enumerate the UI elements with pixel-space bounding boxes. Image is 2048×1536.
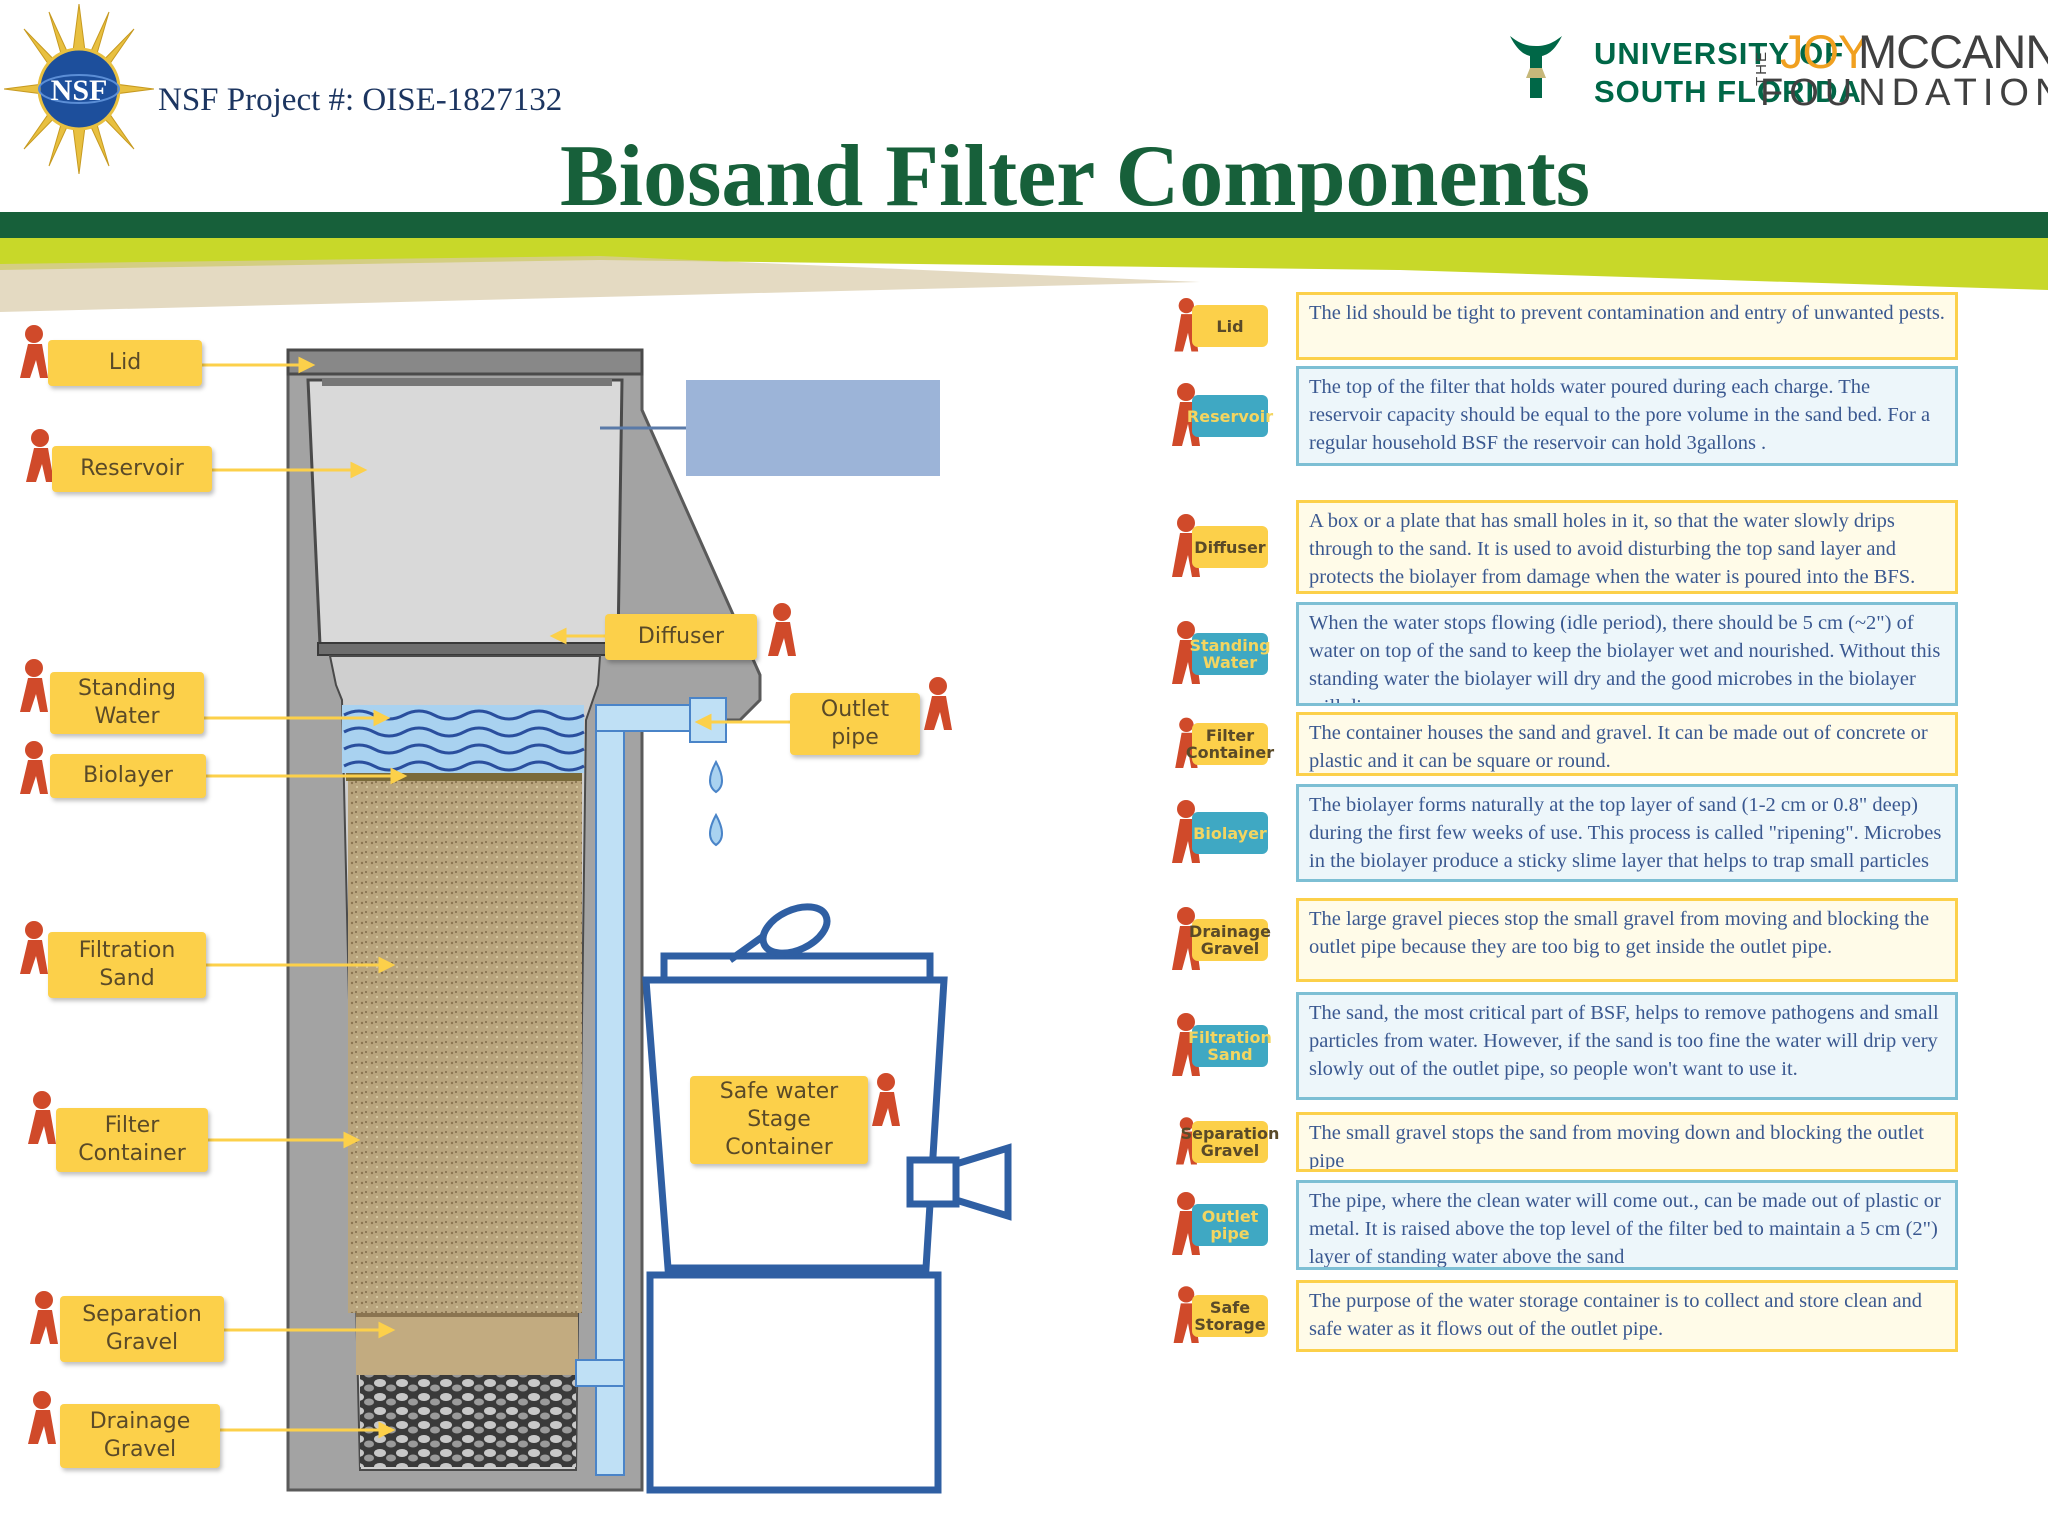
label-safe-water-container: Safe water Stage Container (690, 1076, 868, 1164)
label-standing-water: Standing Water (50, 672, 204, 734)
foundation-joy: JOY (1780, 25, 1869, 78)
nsf-logo-text: NSF (51, 74, 108, 107)
component-description: When the water stops flowing (idle perio… (1296, 602, 1958, 706)
component-row: Diffuser A box or a plate that has small … (1168, 500, 1958, 594)
component-tag: Outlet pipe (1192, 1204, 1268, 1246)
component-description: The top of the filter that holds water p… (1296, 366, 1958, 466)
foundation-word: FOUNDATION (1760, 72, 2048, 114)
label-separation-gravel: Separation Gravel (60, 1296, 224, 1362)
label-lid: Lid (48, 340, 202, 386)
component-tag: Filtration Sand (1188, 1025, 1272, 1067)
lid-shape (286, 348, 644, 376)
label-outlet-pipe: Outlet pipe (790, 693, 920, 755)
component-description: The pipe, where the clean water will com… (1296, 1180, 1958, 1270)
component-tag: Separation Gravel (1181, 1121, 1279, 1163)
mascot-icon (1168, 1112, 1208, 1172)
filtration-sand-shape (348, 781, 582, 1313)
component-row: Reservoir The top of the filter that hold… (1168, 366, 1958, 466)
separation-gravel-shape (356, 1313, 578, 1375)
component-description: The sand, the most critical part of BSF,… (1296, 992, 1958, 1100)
nsf-logo: NSF (3, 3, 155, 175)
component-row: Drainage Gravel The large gravel pieces s… (1168, 898, 1958, 982)
drainage-gravel-shape (360, 1375, 576, 1467)
component-row: Separation Gravel The small gravel stops … (1168, 1112, 1958, 1172)
component-tag: Lid (1192, 305, 1268, 347)
blank-callout (686, 380, 940, 476)
component-row: Filter Container The container houses the… (1168, 712, 1958, 776)
component-tag: Biolayer (1192, 812, 1268, 854)
label-arrows (202, 356, 790, 1439)
components-table: Lid The lid should be tight to prevent co… (1168, 292, 1958, 1490)
component-tag: Standing Water (1189, 633, 1271, 675)
mascot-figures (20, 325, 952, 1444)
header-band (0, 212, 2048, 312)
component-description: The lid should be tight to prevent conta… (1296, 292, 1958, 360)
component-tag: Filter Container (1186, 723, 1274, 765)
water-drop (709, 759, 723, 794)
component-row: Lid The lid should be tight to prevent co… (1168, 292, 1958, 360)
component-description: The large gravel pieces stop the small g… (1296, 898, 1958, 982)
project-number: NSF Project #: OISE-1827132 (158, 82, 563, 118)
label-filter-container: Filter Container (56, 1108, 208, 1172)
component-description: The biolayer forms naturally at the top … (1296, 784, 1958, 882)
foundation-mccann: MCCANN (1858, 25, 2048, 78)
usf-name-line1: UNIVERSITY OF (1594, 36, 1845, 71)
component-tag: Drainage Gravel (1189, 919, 1271, 961)
component-description: The purpose of the water storage contain… (1296, 1280, 1958, 1352)
component-description: The small gravel stops the sand from mov… (1296, 1112, 1958, 1172)
component-row: Biolayer The biolayer forms naturally at … (1168, 784, 1958, 882)
slide-title: Biosand Filter Components (559, 128, 1591, 225)
label-biolayer: Biolayer (50, 754, 206, 798)
label-drainage-gravel: Drainage Gravel (60, 1404, 220, 1468)
component-description: The container houses the sand and gravel… (1296, 712, 1958, 776)
usf-name-line2: SOUTH FLORIDA (1594, 74, 1862, 109)
component-row: Outlet pipe The pipe, where the clean wat… (1168, 1180, 1958, 1270)
component-tag: Reservoir (1187, 395, 1273, 437)
label-reservoir: Reservoir (52, 446, 212, 492)
component-row: Filtration Sand The sand, the most critic… (1168, 992, 1958, 1100)
label-filtration-sand: Filtration Sand (48, 932, 206, 998)
component-row: Standing Water When the water stops flowi… (1168, 602, 1958, 706)
usf-bull-logo (1506, 28, 1566, 108)
mascot-icon (1168, 712, 1208, 776)
water-drop (709, 812, 723, 847)
diffuser-shape (317, 642, 619, 656)
outlet-pipe-shape (575, 697, 727, 1476)
component-tag: Safe Storage (1192, 1295, 1268, 1337)
component-tag: Diffuser (1192, 526, 1268, 568)
filter-diagram: Lid Reservoir Diffuser Standing Water Bi… (0, 300, 1160, 1536)
reservoir-shape (306, 378, 624, 647)
label-diffuser: Diffuser (605, 614, 757, 660)
safe-storage-container-shape (642, 903, 1012, 1494)
component-row: Safe Storage The purpose of the water sto… (1168, 1280, 1958, 1352)
component-description: A box or a plate that has small holes in… (1296, 500, 1958, 594)
